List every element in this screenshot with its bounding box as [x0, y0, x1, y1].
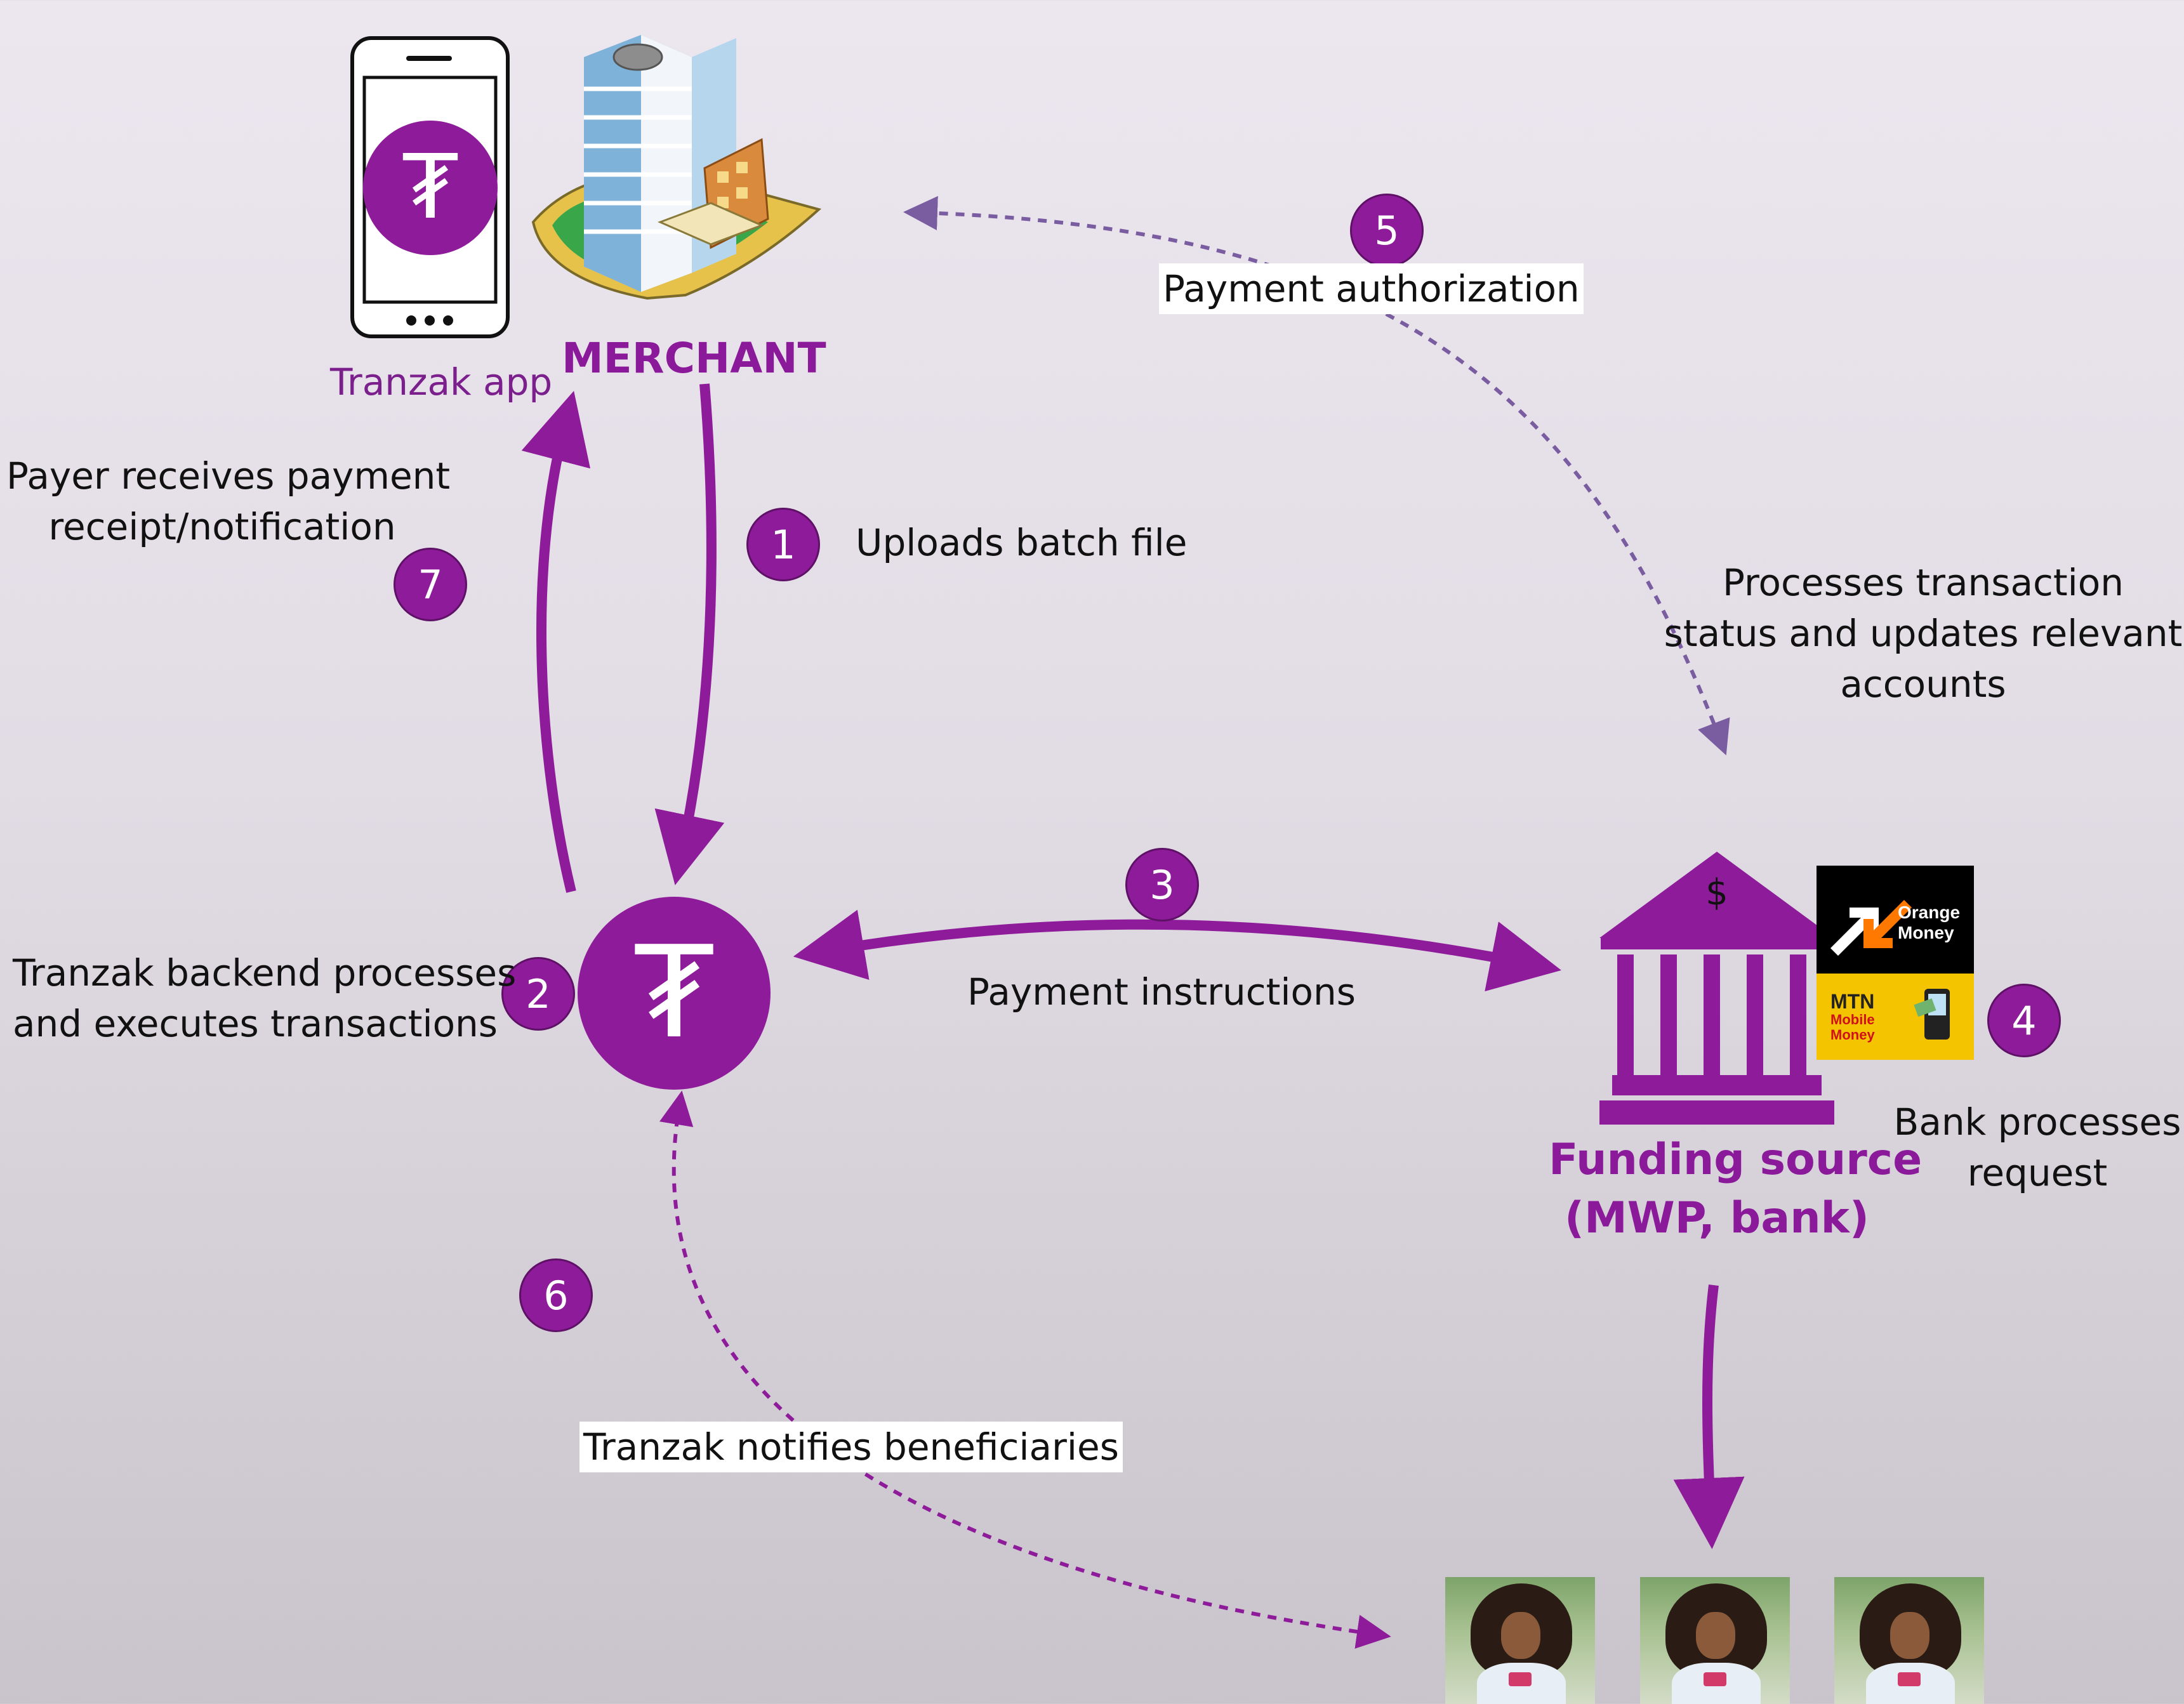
- step-2-badge: 2: [501, 957, 575, 1031]
- arrow-step-1: [654, 383, 725, 885]
- phone-icon: [350, 36, 510, 338]
- step-4-text-line1: Bank processes: [1893, 1100, 2181, 1144]
- funding-label-line2: (MWP, bank): [1565, 1193, 1869, 1243]
- mtn-line2: Mobile: [1830, 1012, 1875, 1027]
- step-1-badge: 1: [746, 508, 820, 581]
- arrow-step-3: [793, 909, 1561, 992]
- orange-arrows-icon: [1830, 900, 1912, 956]
- step-5-badge: 5: [1350, 194, 1424, 267]
- step-2-text-line1: Tranzak backend processes: [13, 951, 517, 994]
- bank-icon: [1599, 852, 1834, 1125]
- app-label: Tranzak app: [330, 360, 553, 404]
- mtn-mobile-money-logo: MTN Mobile Money: [1817, 974, 1974, 1060]
- tranzak-logo-icon: [578, 897, 771, 1090]
- step-4-text-line2: request: [1967, 1151, 2108, 1194]
- step-3-text: Payment instructions: [967, 970, 1356, 1014]
- dashed-arrow-step-5: [903, 195, 1730, 756]
- center-tranzak-symbol: ₮: [633, 919, 715, 1067]
- step-2-text-line2: and executes transactions: [13, 1002, 498, 1045]
- processing-note-line3: accounts: [1840, 663, 2006, 706]
- orange-money-logo: Orange Money: [1817, 866, 1974, 974]
- step-3-badge: 3: [1125, 848, 1199, 921]
- dashed-arrow-step-6: [659, 1090, 1391, 1649]
- bank-dollar-symbol: $: [1705, 872, 1728, 913]
- step-6-text: Tranzak notifies beneficiaries: [579, 1422, 1123, 1472]
- arrow-step-7: [521, 390, 591, 893]
- mtn-line1: MTN: [1830, 990, 1875, 1013]
- processing-note-line1: Processes transaction: [1723, 561, 2124, 604]
- step-7-badge: 7: [394, 548, 467, 621]
- mobile-wallet-icon: [1914, 989, 1950, 1040]
- beneficiary-photo-2: [1640, 1577, 1790, 1704]
- phone-tranzak-symbol: ₮: [402, 136, 459, 239]
- merchant-building-icon: [531, 35, 822, 300]
- merchant-label: MERCHANT: [562, 334, 826, 383]
- arrow-funding-to-beneficiaries: [1673, 1285, 1745, 1549]
- beneficiary-photo-3: [1834, 1577, 1984, 1704]
- step-4-badge: 4: [1987, 984, 2061, 1057]
- beneficiary-photo-1: [1445, 1577, 1595, 1704]
- step-7-text-line1: Payer receives payment: [6, 454, 451, 498]
- orange-money-line2: Money: [1898, 923, 1954, 942]
- step-6-badge: 6: [519, 1258, 593, 1332]
- orange-money-line1: Orange: [1898, 902, 1961, 922]
- processing-note-line2: status and updates relevant: [1664, 612, 2183, 655]
- step-5-text: Payment authorization: [1159, 263, 1584, 314]
- funding-label-line1: Funding source: [1549, 1135, 1923, 1185]
- mtn-line3: Money: [1830, 1027, 1875, 1043]
- step-1-text: Uploads batch file: [856, 521, 1188, 564]
- step-7-text-line2: receipt/notification: [48, 505, 396, 548]
